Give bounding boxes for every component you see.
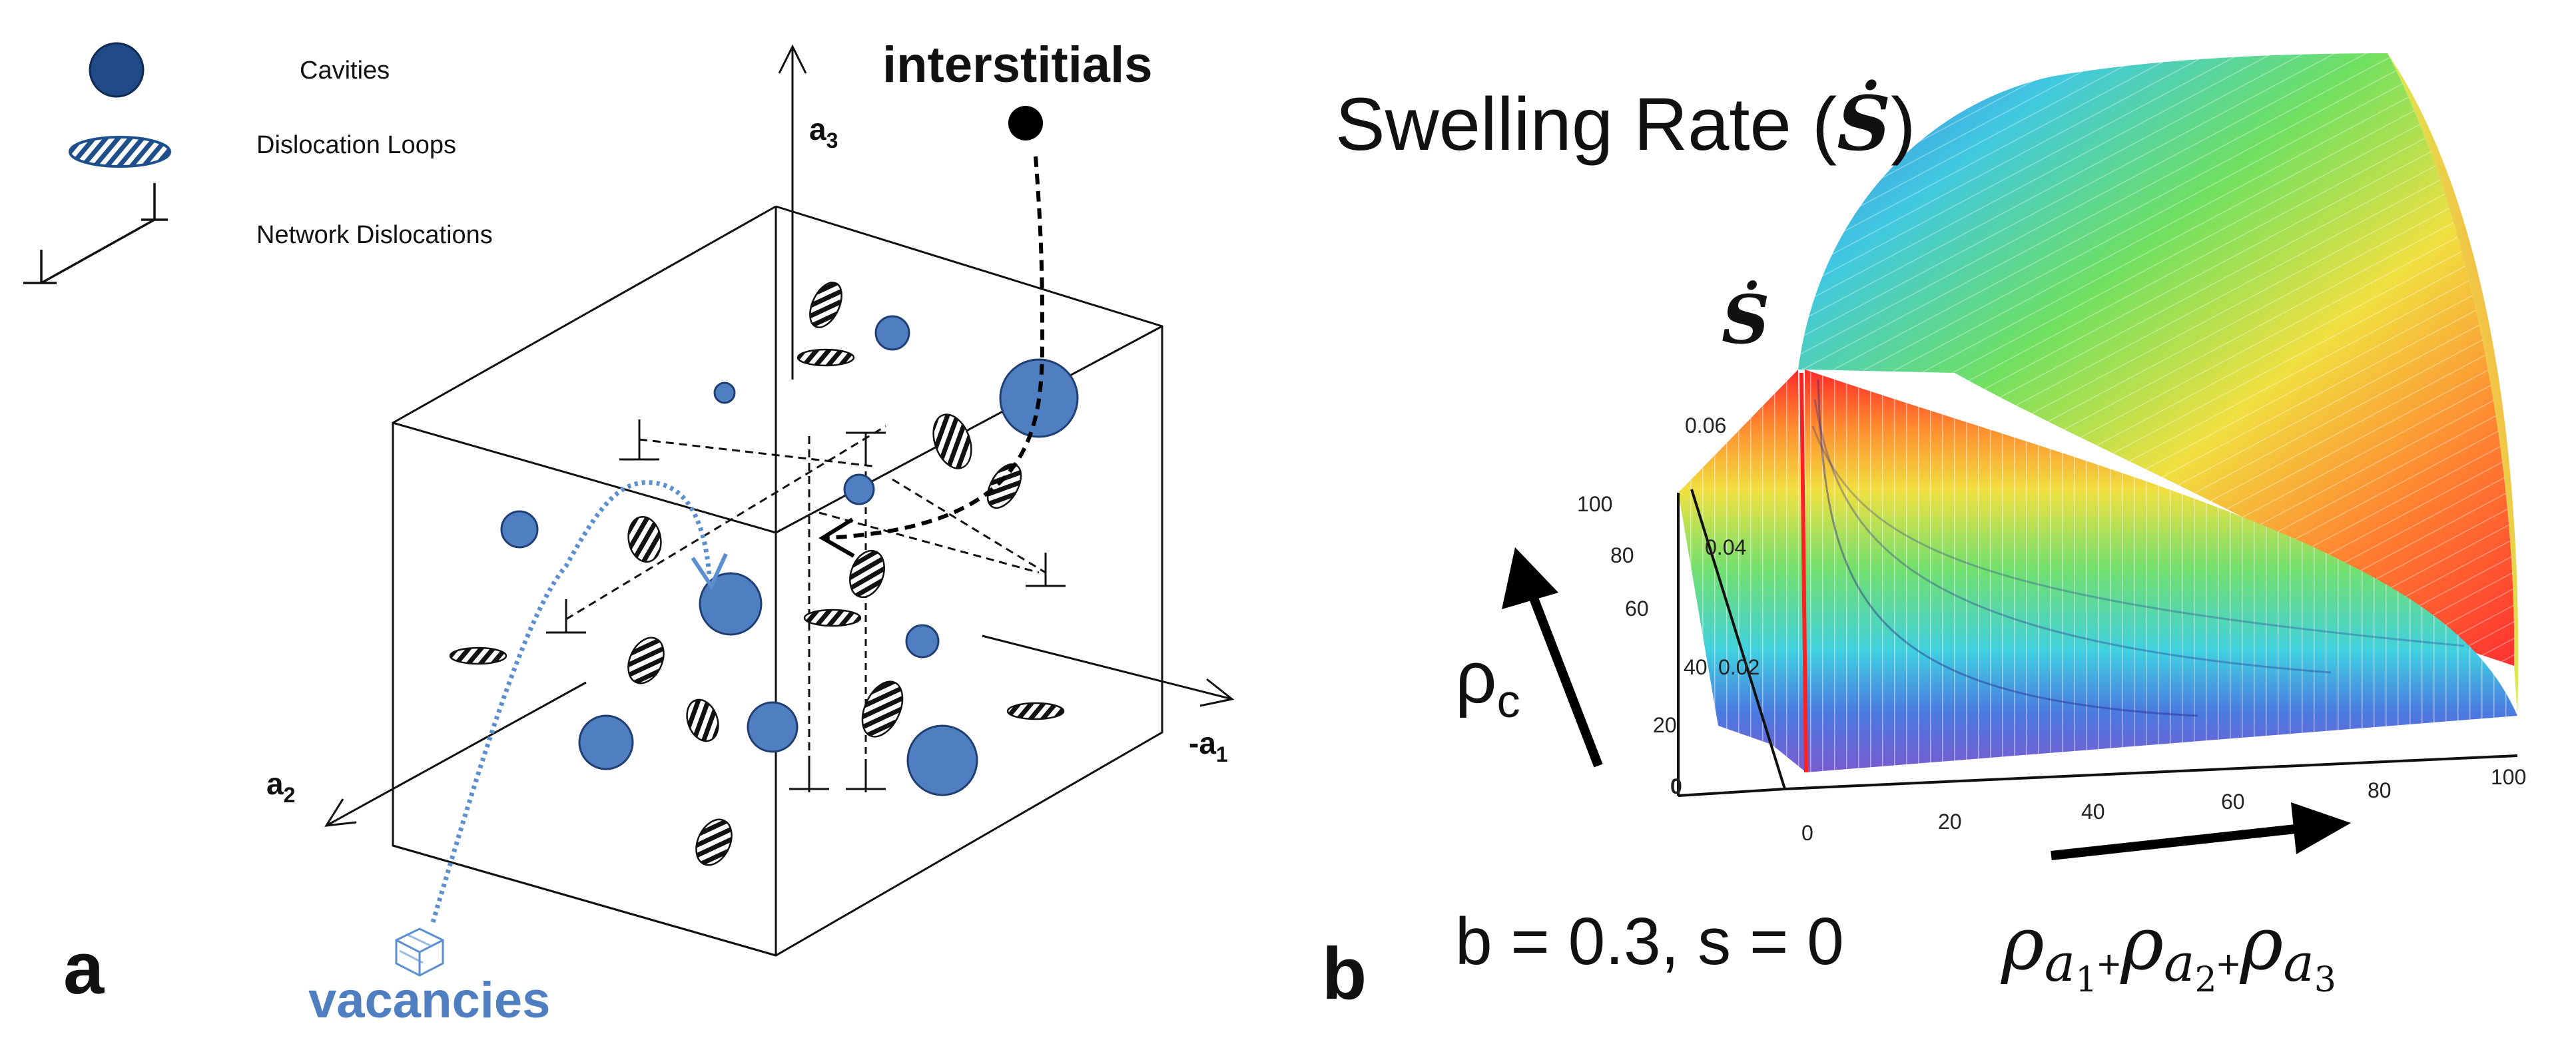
surface-plot (1678, 53, 2519, 773)
cavity (999, 358, 1079, 438)
cavities (500, 315, 1079, 796)
loop (861, 680, 904, 738)
cavity (747, 701, 799, 753)
y-tick-label: 80 (1610, 543, 1634, 567)
cavity (699, 572, 763, 636)
axis-a3-label: a3 (809, 112, 838, 152)
x-tick-label: 60 (2221, 790, 2245, 814)
y-ticks: 100 80 60 40 20 0 (1577, 492, 1708, 798)
y-tick-label: 20 (1653, 713, 1677, 737)
axes (324, 44, 1235, 827)
rho-sum-label: ρa1+ρa2+ρa3 (2001, 901, 2336, 1000)
x-tick-label: 0 (1801, 821, 1813, 845)
vacancy-path (395, 480, 728, 977)
legend-cavities-label: Cavities (300, 57, 390, 85)
cavity (874, 315, 910, 351)
interstitial-path (818, 106, 1045, 558)
rho-sum-arrow (2051, 802, 2351, 860)
x-tick-label: 20 (1938, 810, 1962, 834)
loop (932, 413, 972, 469)
legend-network-icon (23, 183, 168, 284)
interstitials-label: interstitials (882, 37, 1152, 93)
params-label: b = 0.3, s = 0 (1455, 904, 1844, 979)
cavity (713, 382, 736, 404)
cavity (500, 510, 539, 549)
legend-loop-icon (69, 136, 171, 168)
loop (803, 609, 862, 627)
axis-a1 (982, 635, 1233, 700)
loop (686, 698, 719, 742)
x-tick-label: 100 (2491, 765, 2526, 789)
axis-a2-label: a2 (266, 766, 295, 807)
panel-b: 0.06 0.04 0.02 100 80 60 40 20 0 0 20 40… (1322, 53, 2526, 1015)
panel-a: Cavities Dislocation Loops Network Dislo… (23, 37, 1235, 1029)
cavity (905, 624, 940, 658)
x-tick-label: 40 (2081, 800, 2105, 824)
cavity (578, 714, 634, 770)
plot-axes (1677, 489, 2518, 797)
z-ticks: 0.06 0.04 0.02 (1685, 413, 1760, 679)
legend-loops-label: Dislocation Loops (256, 131, 456, 159)
loop (809, 282, 842, 328)
z-tick-label: 0.06 (1685, 413, 1726, 437)
x-ticks: 0 20 40 60 80 100 (1801, 765, 2526, 845)
loop (797, 348, 855, 367)
z-tick-label: 0.02 (1718, 655, 1760, 679)
y-tick-label: 40 (1684, 655, 1708, 679)
y-tick-label: 0 (1670, 774, 1682, 798)
loop (986, 463, 1022, 509)
vacancies-label: vacancies (308, 972, 550, 1029)
y-tick-label: 100 (1577, 492, 1612, 516)
panel-b-label: b (1322, 933, 1367, 1015)
rho-c-arrow (1502, 547, 1603, 768)
z-axis-symbol: Ṡ (1722, 280, 1770, 359)
rho-c-label: ρc (1455, 637, 1520, 727)
legend-network-label: Network Dislocations (256, 221, 493, 249)
loop (849, 549, 885, 599)
loop (627, 516, 662, 563)
panel-a-label: a (63, 927, 105, 1009)
loop (695, 818, 733, 866)
legend: Cavities Dislocation Loops Network Dislo… (23, 42, 493, 284)
axis-a1-label: -a1 (1189, 726, 1228, 766)
cavity (906, 724, 978, 796)
cube (392, 205, 1163, 957)
interstitial-icon (1008, 106, 1043, 140)
network-dislocations (546, 419, 1066, 792)
legend-cavity-icon (89, 42, 145, 98)
loop (627, 637, 665, 684)
axis-a2 (326, 681, 587, 827)
surface-right-side (2388, 53, 2519, 716)
cavity (843, 473, 875, 505)
swelling-rate-title: Swelling Rate (Ṡ) (1335, 79, 1915, 168)
dislocation-loops (449, 282, 1065, 866)
x-tick-label: 80 (2368, 778, 2392, 802)
vacancy-cube-icon (395, 927, 444, 977)
loop (449, 647, 507, 665)
loop (1006, 702, 1065, 720)
z-tick-label: 0.04 (1705, 535, 1746, 559)
y-tick-label: 60 (1625, 597, 1649, 621)
